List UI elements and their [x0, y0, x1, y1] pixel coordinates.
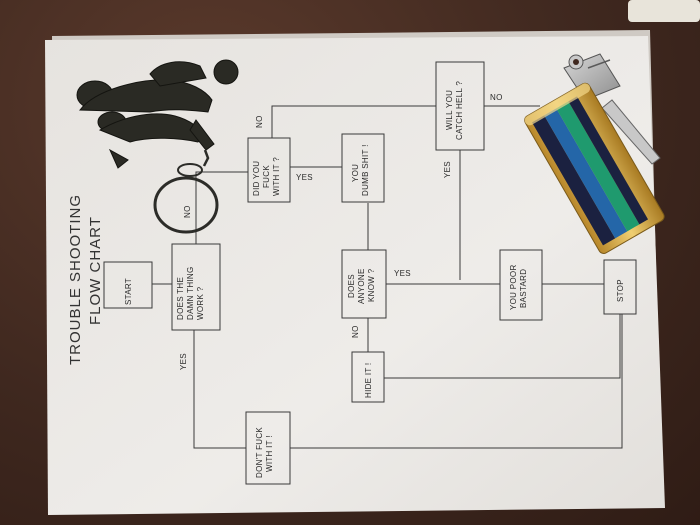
- text-works: DOES THE DAMN THING WORK ?: [176, 264, 205, 320]
- label-yes-anyone: YES: [394, 269, 411, 278]
- flowchart-boxes: [103, 61, 637, 485]
- box-hide: [351, 351, 385, 403]
- corner-object: [628, 0, 700, 22]
- text-bastard: YOU POOR BASTARD: [509, 262, 528, 310]
- text-dont: DON'T FUCK WITH IT !: [255, 424, 274, 478]
- text-anyone: DOES ANYONE KNOW ?: [347, 266, 376, 304]
- connector-works-fuck: [195, 171, 248, 244]
- text-dumb: YOU DUMB SHIT !: [351, 144, 370, 196]
- flowchart-texts: START DOES THE DAMN THING WORK ? DID YOU…: [124, 81, 625, 478]
- flowchart-connectors: [152, 105, 623, 449]
- flowchart-labels: NO YES NO YES YES NO YES NO: [179, 93, 503, 370]
- connector-dont-stop: [290, 314, 623, 449]
- text-start: START: [124, 278, 133, 305]
- label-no-fuck: NO: [255, 115, 264, 128]
- key-ring: [153, 149, 219, 234]
- box-catch-hell: [435, 61, 485, 151]
- label-no-hell: NO: [490, 93, 503, 102]
- title-line-2: FLOW CHART: [87, 216, 104, 325]
- text-catch-hell: WILL YOU CATCH HELL ?: [445, 81, 464, 140]
- text-stop: STOP: [616, 279, 625, 302]
- label-yes-hell: YES: [443, 161, 452, 178]
- paper-sheet: [45, 36, 665, 515]
- box-dumb: [341, 133, 385, 203]
- striped-lighter: [524, 82, 665, 254]
- label-yes-fuck: YES: [296, 173, 313, 182]
- flowchart-title: TROUBLE SHOOTING FLOW CHART: [67, 194, 104, 365]
- label-yes-works: YES: [179, 353, 188, 370]
- text-fuck-with: DID YOU FUCK WITH IT ?: [252, 157, 281, 196]
- connector-works-dont: [193, 330, 246, 449]
- title-line-1: TROUBLE SHOOTING: [67, 194, 84, 365]
- connector-fuck-hell: [271, 105, 436, 138]
- box-dont: [245, 411, 291, 485]
- metal-keychain-figurine: [76, 59, 239, 169]
- box-fuck-with: [247, 137, 291, 203]
- box-start: [103, 261, 153, 309]
- label-no-works: NO: [183, 205, 192, 218]
- box-bastard: [499, 249, 543, 321]
- box-stop: [603, 259, 637, 315]
- label-no-anyone: NO: [351, 325, 360, 338]
- box-anyone: [341, 249, 387, 319]
- connector-hide-stop: [384, 314, 621, 379]
- text-hide: HIDE IT !: [364, 363, 373, 398]
- box-works: [171, 243, 221, 331]
